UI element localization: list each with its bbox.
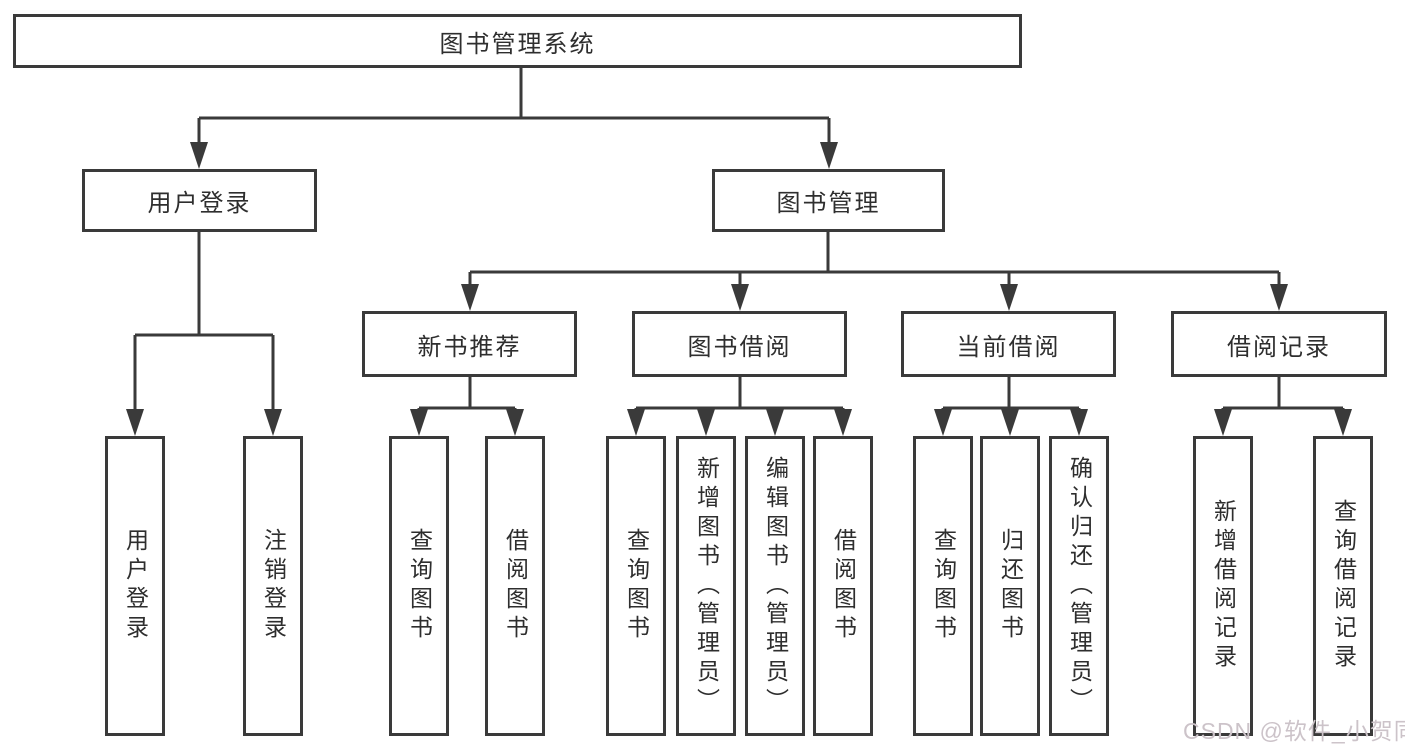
- leaf-label: 查询图书: [930, 528, 957, 644]
- leaf-label: 查询图书: [406, 528, 433, 644]
- leaf-confirm-return-admin: 确认归还（管理员）: [1049, 436, 1109, 736]
- leaf-label: 归还图书: [997, 528, 1024, 644]
- node-new-book-recommend: 新书推荐: [362, 311, 577, 377]
- node-book-borrow: 图书借阅: [632, 311, 847, 377]
- leaf-user-login: 用户登录: [105, 436, 165, 736]
- node-borrow-record: 借阅记录: [1171, 311, 1387, 377]
- node-book-management: 图书管理: [712, 169, 945, 232]
- leaf-label: 借阅图书: [830, 528, 857, 644]
- leaf-label: 注销登录: [260, 528, 287, 644]
- leaf-label: 新增借阅记录: [1210, 499, 1237, 673]
- node-root-library-system: 图书管理系统: [13, 14, 1022, 68]
- leaf-return-books: 归还图书: [980, 436, 1040, 736]
- leaf-label: 确认归还（管理员）: [1066, 455, 1093, 717]
- leaf-label: 查询图书: [623, 528, 650, 644]
- leaf-edit-books-admin: 编辑图书（管理员）: [745, 436, 805, 736]
- leaf-label: 用户登录: [122, 528, 149, 644]
- leaf-logout: 注销登录: [243, 436, 303, 736]
- node-user-login: 用户登录: [82, 169, 317, 232]
- leaf-borrow-books-recommend: 借阅图书: [485, 436, 545, 736]
- leaf-label: 编辑图书（管理员）: [762, 455, 789, 717]
- leaf-add-borrow-record: 新增借阅记录: [1193, 436, 1253, 736]
- leaf-add-books-admin: 新增图书（管理员）: [676, 436, 736, 736]
- leaf-query-borrow-record: 查询借阅记录: [1313, 436, 1373, 736]
- leaf-query-books-current: 查询图书: [913, 436, 973, 736]
- leaf-label: 新增图书（管理员）: [693, 455, 720, 717]
- leaf-label: 借阅图书: [502, 528, 529, 644]
- leaf-borrow-books: 借阅图书: [813, 436, 873, 736]
- leaf-label: 查询借阅记录: [1330, 499, 1357, 673]
- csdn-watermark: CSDN @软件_小贺同学: [1183, 718, 1405, 744]
- leaf-query-books-recommend: 查询图书: [389, 436, 449, 736]
- node-current-borrow: 当前借阅: [901, 311, 1116, 377]
- leaf-query-books-borrow: 查询图书: [606, 436, 666, 736]
